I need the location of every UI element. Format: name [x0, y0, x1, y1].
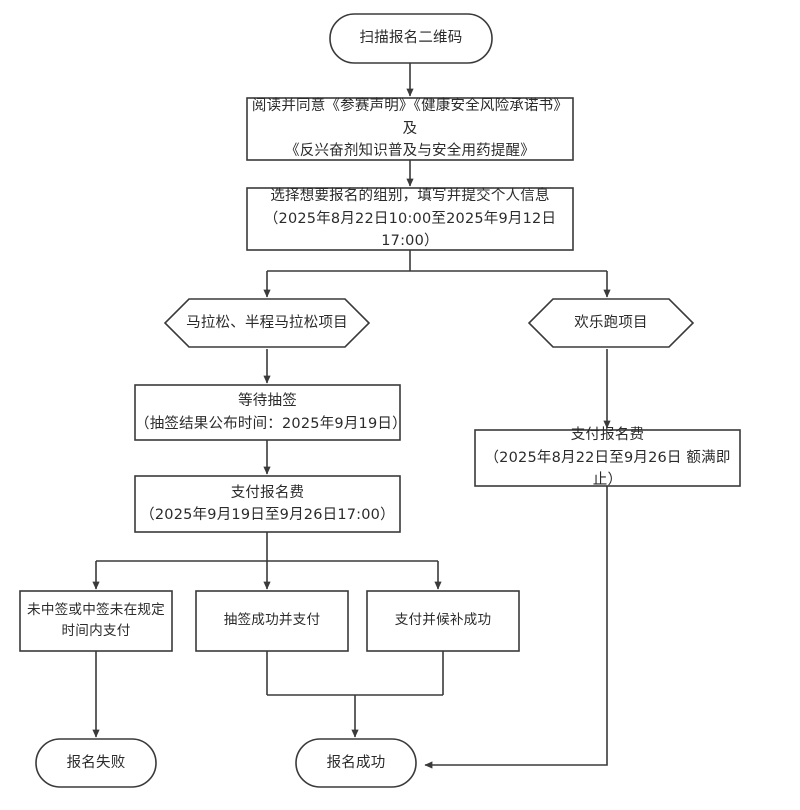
- node-not-selected-shape[interactable]: [19, 590, 173, 652]
- node-pay-marathon-shape[interactable]: [134, 475, 401, 533]
- node-wait-lottery-shape[interactable]: [134, 384, 401, 441]
- node-lottery-paid-shape[interactable]: [195, 590, 349, 652]
- node-fail-shape[interactable]: [35, 738, 157, 788]
- node-scan-shape[interactable]: [329, 13, 493, 64]
- node-register-shape[interactable]: [246, 187, 574, 251]
- connector-pay-funrun-to-success: [424, 486, 608, 769]
- node-funrun-branch-shape[interactable]: [527, 298, 695, 348]
- node-success-shape[interactable]: [295, 738, 417, 788]
- node-marathon-branch-shape[interactable]: [163, 298, 371, 348]
- node-waitlist-paid-shape[interactable]: [366, 590, 520, 652]
- node-agree-shape[interactable]: [246, 97, 574, 161]
- node-pay-funrun-shape[interactable]: [474, 429, 741, 487]
